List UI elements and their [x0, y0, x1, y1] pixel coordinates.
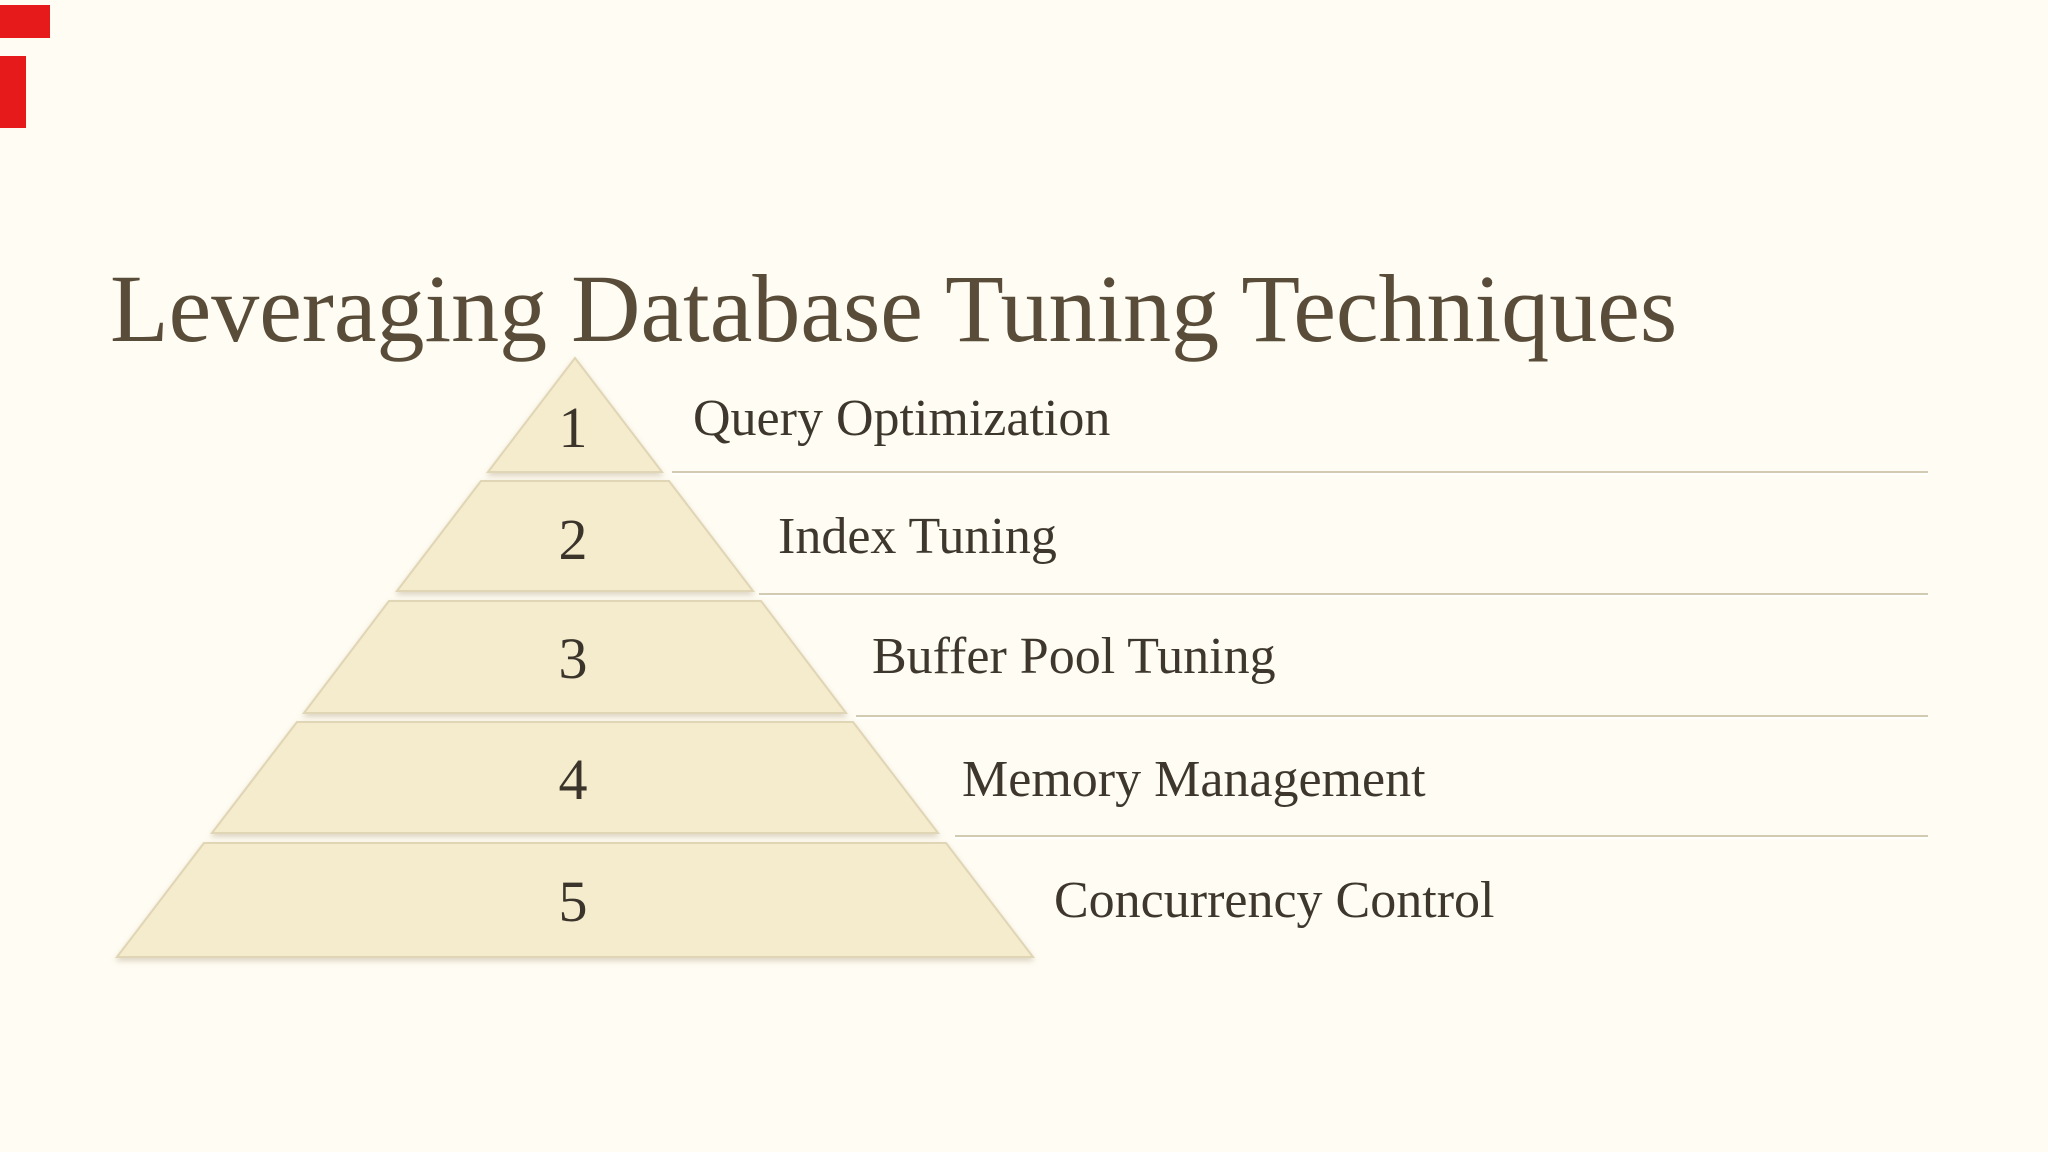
pyramid-level-5-shape	[114, 842, 1036, 958]
pyramid-level-3-shape	[301, 600, 849, 714]
level-label-memory-management: Memory Management	[962, 751, 1426, 808]
pyramid-level-1-number: 1	[558, 395, 588, 460]
pyramid-level-3-number: 3	[558, 626, 588, 691]
level-label-query-optimization: Query Optimization	[693, 390, 1111, 447]
page-title: Leveraging Database Tuning Techniques	[110, 255, 1678, 363]
red-edge-mark-top	[0, 5, 50, 38]
level-label-buffer-pool-tuning: Buffer Pool Tuning	[872, 628, 1276, 685]
level-label-concurrency-control: Concurrency Control	[1054, 872, 1495, 929]
pyramid-level-2-number: 2	[558, 507, 588, 572]
row-separator-4	[955, 835, 1928, 837]
pyramid-level-5-number: 5	[558, 869, 588, 934]
pyramid-level-1-shape	[485, 356, 665, 473]
row-separator-2	[759, 593, 1928, 595]
pyramid-level-4-shape	[209, 721, 941, 834]
pyramid-level-2-shape	[394, 480, 756, 592]
level-label-index-tuning: Index Tuning	[778, 508, 1057, 565]
pyramid-level-4-number: 4	[558, 747, 588, 812]
row-separator-3	[856, 715, 1928, 717]
red-edge-mark-lower	[0, 56, 26, 128]
row-separator-1	[672, 471, 1928, 473]
